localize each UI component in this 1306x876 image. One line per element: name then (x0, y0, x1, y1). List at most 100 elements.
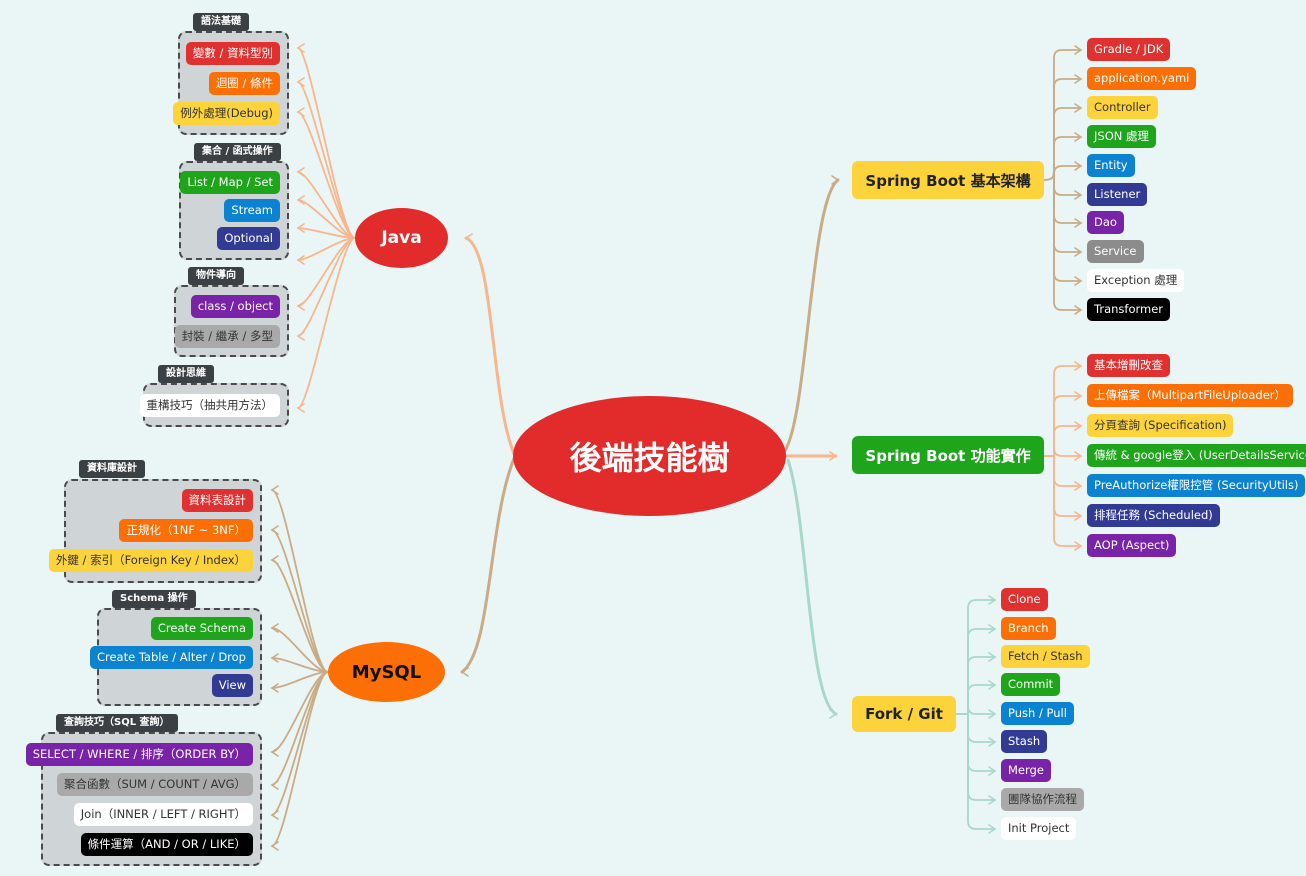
git-node[interactable]: Fork / Git (852, 696, 956, 732)
mysql-leaf-aggregate[interactable]: 聚合函數（SUM / COUNT / AVG） (56, 773, 253, 796)
java-leaf-exception[interactable]: 例外處理(Debug) (173, 102, 280, 125)
spring-basic-leaf-json[interactable]: JSON 處理 (1087, 125, 1157, 148)
spring-func-leaf-scheduled[interactable]: 排程任務 (Scheduled) (1087, 504, 1220, 527)
arrow-sb-6 (1074, 218, 1083, 228)
spring-func-label: Spring Boot 功能實作 (865, 446, 1031, 465)
spring-basic-node[interactable]: Spring Boot 基本架構 (852, 161, 1044, 199)
git-leaf-stash[interactable]: Stash (1001, 730, 1048, 753)
arrow-sf-6 (1074, 541, 1083, 551)
spring-basic-leaf-service[interactable]: Service (1087, 240, 1144, 263)
mysql-group-query-title: 查詢技巧（SQL 查詢） (56, 714, 178, 732)
link-sb-2 (1053, 107, 1081, 181)
java-group-oop-title: 物件導向 (188, 267, 244, 285)
spring-func-leaf-paging[interactable]: 分頁查詢 (Specification) (1087, 414, 1234, 437)
java-leaf-loops[interactable]: 迴圈 / 條件 (208, 72, 280, 95)
center-node[interactable]: 後端技能樹 (513, 396, 786, 516)
spring-basic-leaf-transformer[interactable]: Transformer (1087, 298, 1171, 321)
spring-basic-stem (1043, 167, 1055, 181)
mysql-leaf-table-design[interactable]: 資料表設計 (181, 489, 253, 512)
arrow-mysql-9 (270, 841, 279, 851)
java-leaf-list-map-set[interactable]: List / Map / Set (180, 171, 280, 194)
arrow-git-8 (988, 824, 997, 834)
arrow-java-1 (296, 77, 305, 87)
java-node[interactable]: Java (355, 208, 448, 268)
mysql-leaf-create-schema[interactable]: Create Schema (150, 617, 253, 640)
link-center-git (786, 458, 838, 716)
link-git-3 (955, 684, 995, 715)
link-center-spring-basic (782, 178, 840, 454)
spring-func-node[interactable]: Spring Boot 功能實作 (852, 436, 1044, 474)
arrow-git-1 (988, 624, 997, 634)
java-leaf-encapsulation[interactable]: 封裝 / 繼承 / 多型 (174, 325, 280, 348)
spring-func-leaf-aop[interactable]: AOP (Aspect) (1087, 534, 1177, 557)
java-leaf-class-object[interactable]: class / object (190, 295, 280, 318)
link-mysql-9 (271, 671, 329, 847)
link-mysql-2 (271, 559, 329, 673)
spring-basic-leaf-gradle[interactable]: Gradle / JDK (1087, 38, 1171, 61)
mysql-label: MySQL (351, 661, 422, 683)
git-leaf-clone[interactable]: Clone (1001, 588, 1048, 611)
arrow-mysql-0 (270, 485, 279, 495)
mysql-leaf-conditions[interactable]: 條件運算（AND / OR / LIKE） (80, 833, 253, 856)
link-git-0 (955, 599, 995, 715)
mysql-leaf-view[interactable]: View (211, 674, 253, 697)
link-git-2 (955, 656, 995, 715)
java-group-design-title: 設計思維 (158, 365, 214, 383)
spring-basic-leaf-controller[interactable]: Controller (1087, 96, 1158, 119)
link-java-2 (297, 111, 356, 239)
arrow-git-7 (988, 795, 997, 805)
mysql-leaf-select[interactable]: SELECT / WHERE / 排序（ORDER BY） (25, 743, 253, 766)
link-sf-1 (1043, 395, 1081, 457)
center-label: 後端技能樹 (569, 439, 730, 477)
arrow-git-2 (988, 652, 997, 662)
spring-basic-leaf-listener[interactable]: Listener (1087, 183, 1148, 206)
mysql-leaf-join[interactable]: Join（INNER / LEFT / RIGHT） (73, 803, 253, 826)
link-git-7 (955, 713, 995, 801)
link-git-8 (955, 713, 995, 830)
mysql-node[interactable]: MySQL (328, 642, 445, 702)
link-center-java (464, 236, 517, 458)
spring-basic-leaf-entity[interactable]: Entity (1087, 154, 1135, 177)
java-leaf-stream[interactable]: Stream (224, 199, 280, 222)
java-leaf-variables[interactable]: 變數 / 資料型別 (185, 42, 280, 65)
mysql-leaf-create-table[interactable]: Create Table / Alter / Drop (89, 646, 253, 669)
arrow-sf-5 (1074, 511, 1083, 521)
spring-basic-leaf-dao[interactable]: Dao (1087, 211, 1124, 234)
arrow-mysql-6 (270, 747, 279, 757)
arrow-java-6 (296, 255, 305, 265)
arrow-java (464, 233, 473, 243)
arrow-git-0 (988, 595, 997, 605)
arrow-sf-3 (1074, 451, 1083, 461)
link-sb-4 (1053, 165, 1081, 181)
spring-basic-leaf-yaml[interactable]: application.yaml (1087, 67, 1197, 90)
git-leaf-fetch-stash[interactable]: Fetch / Stash (1001, 645, 1090, 668)
java-leaf-optional[interactable]: Optional (217, 227, 280, 250)
git-leaf-branch[interactable]: Branch (1001, 617, 1056, 640)
mysql-leaf-normalization[interactable]: 正規化（1NF ~ 3NF） (119, 519, 253, 542)
link-sb-1 (1053, 78, 1081, 181)
git-leaf-init-project[interactable]: Init Project (1001, 817, 1077, 840)
arrow-mysql-1 (270, 525, 279, 535)
mysql-group-schema-title: Schema 操作 (112, 590, 196, 608)
spring-func-leaf-crud[interactable]: 基本增刪改查 (1087, 354, 1170, 377)
spring-func-leaf-upload[interactable]: 上傳檔案（MultipartFileUploader） (1087, 384, 1294, 407)
git-leaf-merge[interactable]: Merge (1001, 759, 1051, 782)
spring-func-leaf-preauthorize[interactable]: PreAuthorize權限控管 (SecurityUtils) (1087, 474, 1306, 497)
link-sb-5 (1053, 179, 1081, 196)
link-sf-0 (1043, 365, 1081, 457)
arrow-git (829, 709, 838, 719)
arrow-java-9 (296, 403, 305, 413)
git-leaf-commit[interactable]: Commit (1001, 673, 1061, 696)
git-leaf-teamwork[interactable]: 團隊協作流程 (1001, 788, 1084, 811)
spring-func-leaf-login[interactable]: 傳統 & google登入 (UserDetailsService) (1087, 444, 1306, 467)
git-leaf-push-pull[interactable]: Push / Pull (1001, 702, 1074, 725)
arrow-sb-4 (1074, 161, 1083, 171)
arrow-sf-2 (1074, 421, 1083, 431)
arrow-mysql-5 (270, 683, 279, 693)
java-leaf-refactor[interactable]: 重構技巧（抽共用方法） (139, 394, 280, 417)
arrow-git-3 (988, 680, 997, 690)
spring-basic-leaf-exception[interactable]: Exception 處理 (1087, 269, 1185, 292)
arrow-spring-func (829, 451, 838, 461)
mysql-leaf-fk-index[interactable]: 外鍵 / 索引（Foreign Key / Index） (48, 549, 253, 572)
arrow-mysql-8 (270, 810, 279, 820)
